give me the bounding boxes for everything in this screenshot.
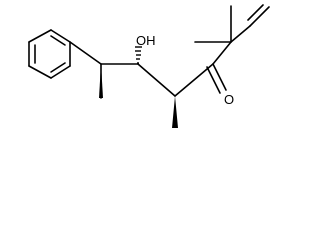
- bold-wedge-methyl: [172, 96, 178, 128]
- molecule-structure: OH O: [28, 4, 270, 128]
- phenyl-ring: [28, 29, 71, 79]
- bond-c5-to-vinyl: [230, 25, 251, 43]
- carbonyl-bond-outer: [212, 63, 227, 91]
- carbon-chain: [69, 4, 270, 99]
- structure-canvas: OH O: [28, 4, 270, 128]
- hashed-wedge-hydroxyl: [135, 46, 142, 64]
- bond-c3-to-c4: [174, 63, 214, 97]
- carbonyl-oxygen-label: O: [224, 92, 234, 107]
- bond-c2-to-c3: [137, 63, 176, 97]
- hydroxyl-label: OH: [136, 33, 156, 48]
- bond-ring-to-c1: [69, 41, 102, 65]
- vinyl-double-bond-inner: [247, 4, 264, 21]
- ring-bond-3: [50, 65, 71, 79]
- bold-wedge-benzylic: [99, 64, 103, 98]
- ring-bond-1: [50, 29, 71, 43]
- carbonyl-bond-inner: [206, 66, 221, 94]
- ring-bond-4: [28, 65, 52, 79]
- ring-double-bond-1: [50, 35, 66, 46]
- ring-bond-6: [28, 29, 52, 43]
- ring-double-bond-2: [50, 62, 66, 73]
- vinyl-double-bond-outer: [249, 6, 270, 27]
- bond-c4-to-c5: [212, 41, 232, 65]
